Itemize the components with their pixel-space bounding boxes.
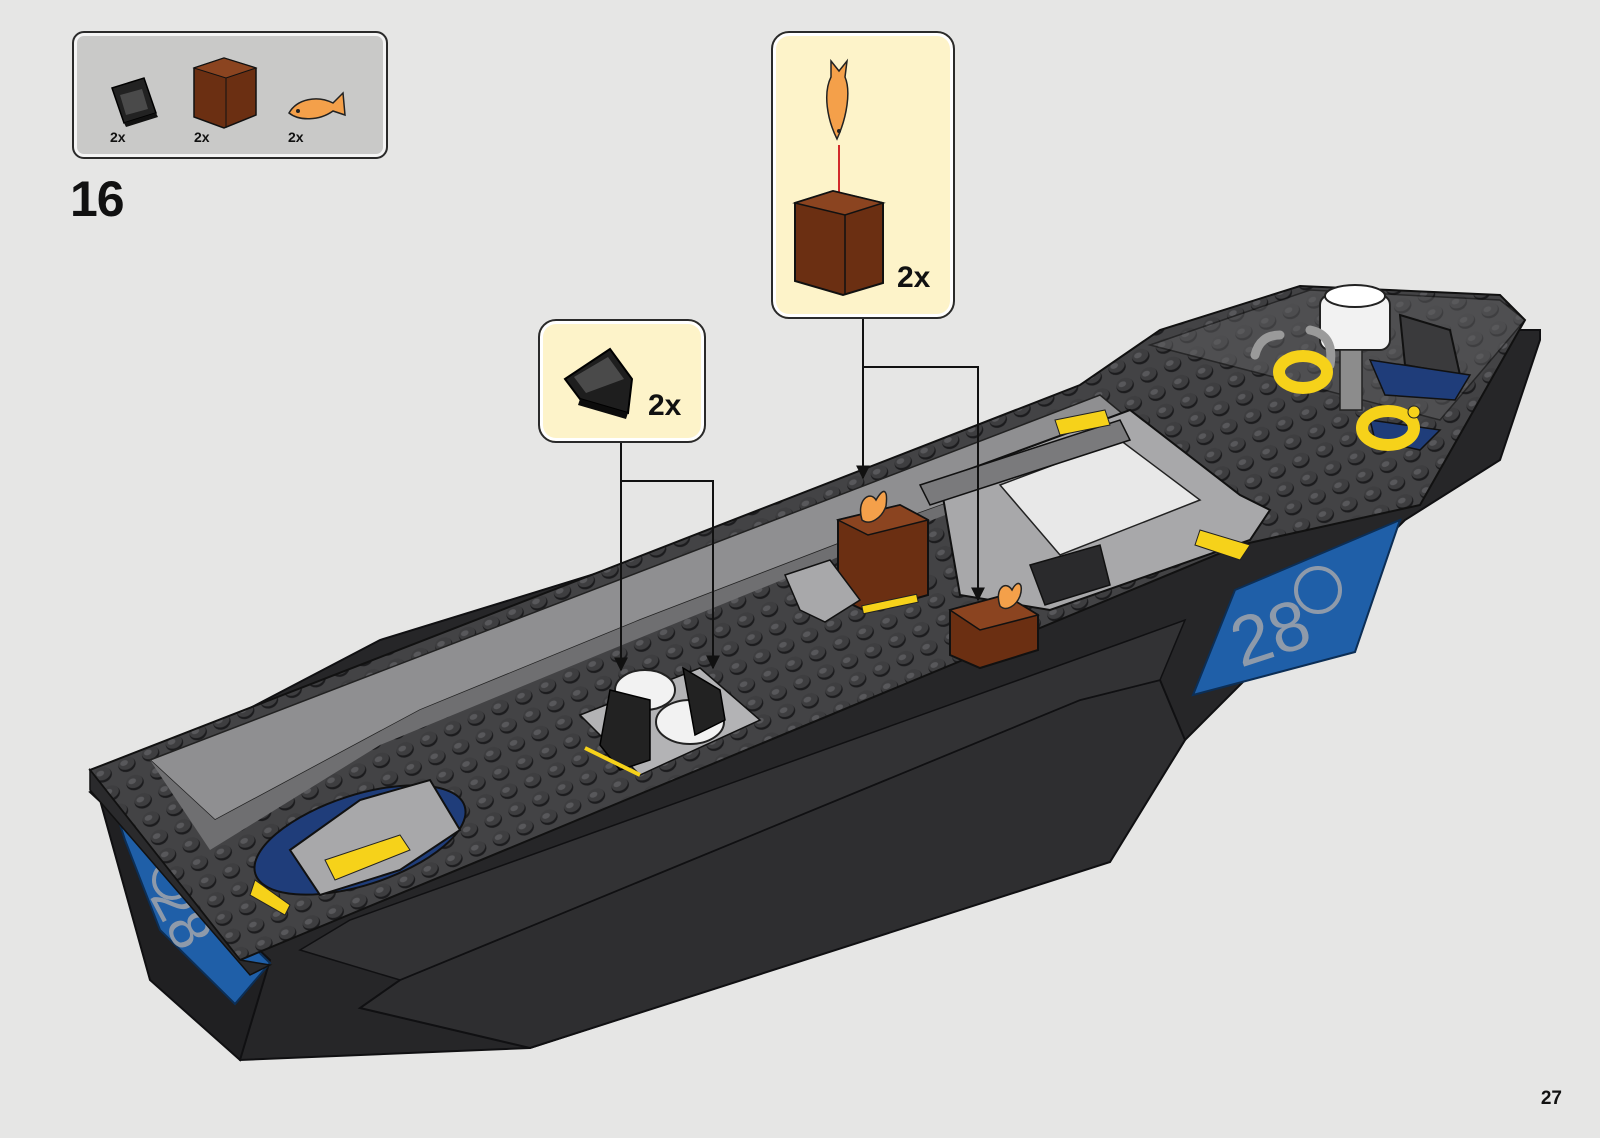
page-number: 27 xyxy=(1541,1088,1562,1110)
part-quantity: 2x xyxy=(194,129,210,145)
part-quantity: 2x xyxy=(110,129,126,145)
black-slope-piece-icon xyxy=(112,78,158,127)
brown-crate-icon xyxy=(194,58,256,128)
part-quantity: 2x xyxy=(288,129,304,145)
callout-slope-piece: 2x xyxy=(538,319,706,443)
fish-into-crate-icon xyxy=(795,61,883,295)
callout-fish-into-crate: 2x xyxy=(771,31,955,319)
black-slope-piece-icon xyxy=(565,349,632,419)
step-number: 16 xyxy=(70,170,124,228)
parts-list: 2x 2x 2x xyxy=(72,31,388,159)
callout-quantity: 2x xyxy=(897,261,930,295)
callout-quantity: 2x xyxy=(648,389,681,423)
orange-fish-icon xyxy=(289,93,345,119)
